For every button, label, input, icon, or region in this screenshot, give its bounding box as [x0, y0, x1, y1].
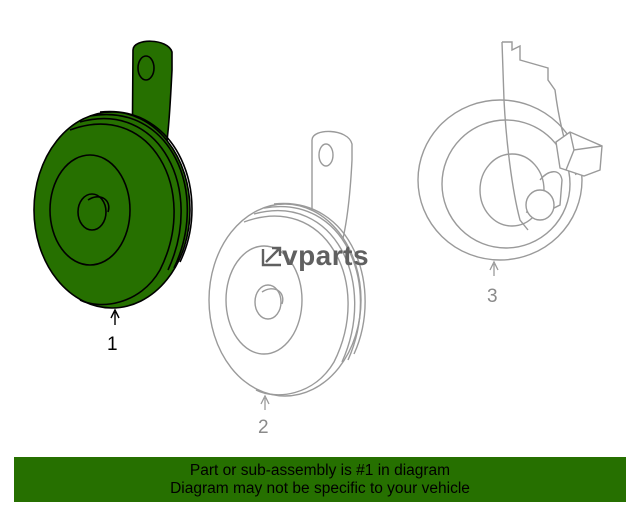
- banner-line-disclaimer: Diagram may not be specific to your vehi…: [170, 479, 470, 497]
- watermark-text: vparts: [282, 240, 369, 271]
- callout-label-1[interactable]: 1: [107, 334, 118, 355]
- callout-label-3[interactable]: 3: [487, 286, 498, 307]
- horn-part-2[interactable]: [208, 130, 366, 397]
- horn-part-3[interactable]: [417, 41, 603, 261]
- callout-arrow-1: [110, 308, 120, 325]
- callout-label-2[interactable]: 2: [258, 417, 269, 438]
- horn-part-1[interactable]: [33, 40, 193, 309]
- banner-line-part-number: Part or sub-assembly is #1 in diagram: [189, 461, 451, 479]
- box-arrow-logo-icon: [261, 246, 282, 267]
- diagram-notice-banner: Part or sub-assembly is #1 in diagram Di…: [14, 457, 626, 502]
- callout-arrow-2: [260, 394, 270, 410]
- callout-arrow-3: [489, 260, 499, 276]
- watermark-logo: vparts: [261, 240, 369, 271]
